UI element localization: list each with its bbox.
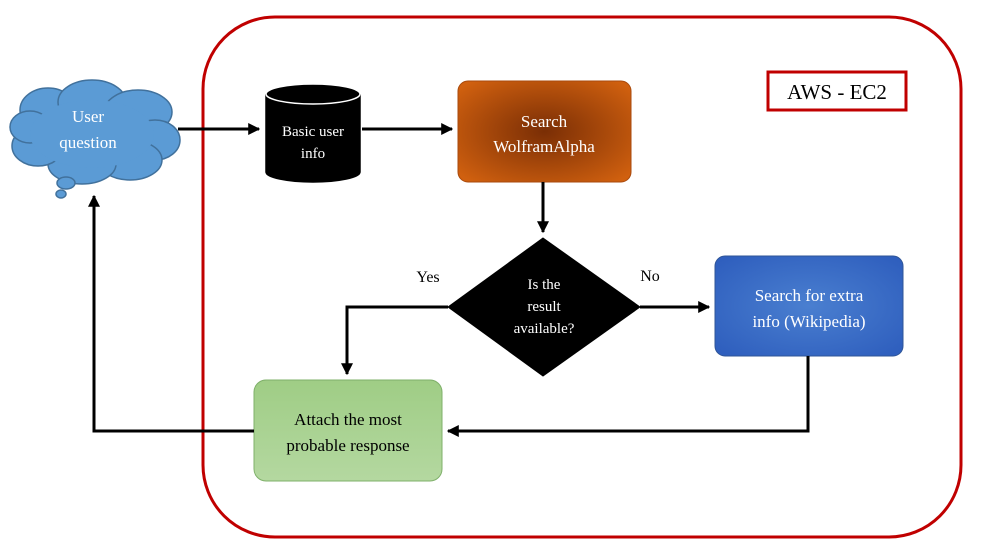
user-question-cloud: User question [9,79,181,199]
decision-label-line3: available? [514,321,575,337]
user-question-label-line1: User [72,107,104,126]
search-wolframalpha-label-line1: Search [521,112,568,131]
decision-label-line1: Is the [528,277,561,293]
attach-response-label-line1: Attach the most [294,410,402,429]
result-available-decision: Is the result available? [447,237,641,377]
search-extra-info-box: Search for extra info (Wikipedia) [714,255,904,357]
arrow-attach-to-cloud [88,194,254,433]
decision-label-line2: result [527,299,561,315]
aws-ec2-label: AWS - EC2 [787,80,887,104]
aws-ec2-region [201,15,963,539]
aws-ec2-label-box: AWS - EC2 [766,70,908,112]
edge-label-no: No [640,268,660,285]
edge-label-yes: Yes [416,269,439,286]
basic-user-info-label-line1: Basic user [282,124,344,140]
search-wolframalpha-box: Search WolframAlpha [457,80,632,183]
search-wolframalpha-label-line2: WolframAlpha [493,137,595,156]
arrow-extra-to-attach [446,356,810,437]
user-question-label-line2: question [59,133,117,152]
arrow-decision-yes-to-attach [341,305,448,376]
basic-user-info-database: Basic user info [265,83,361,183]
search-extra-label-line2: info (Wikipedia) [752,312,865,331]
attach-response-box: Attach the most probable response [253,379,443,482]
attach-response-label-line2: probable response [286,436,409,455]
search-extra-label-line1: Search for extra [755,286,864,305]
basic-user-info-label-line2: info [301,146,325,162]
